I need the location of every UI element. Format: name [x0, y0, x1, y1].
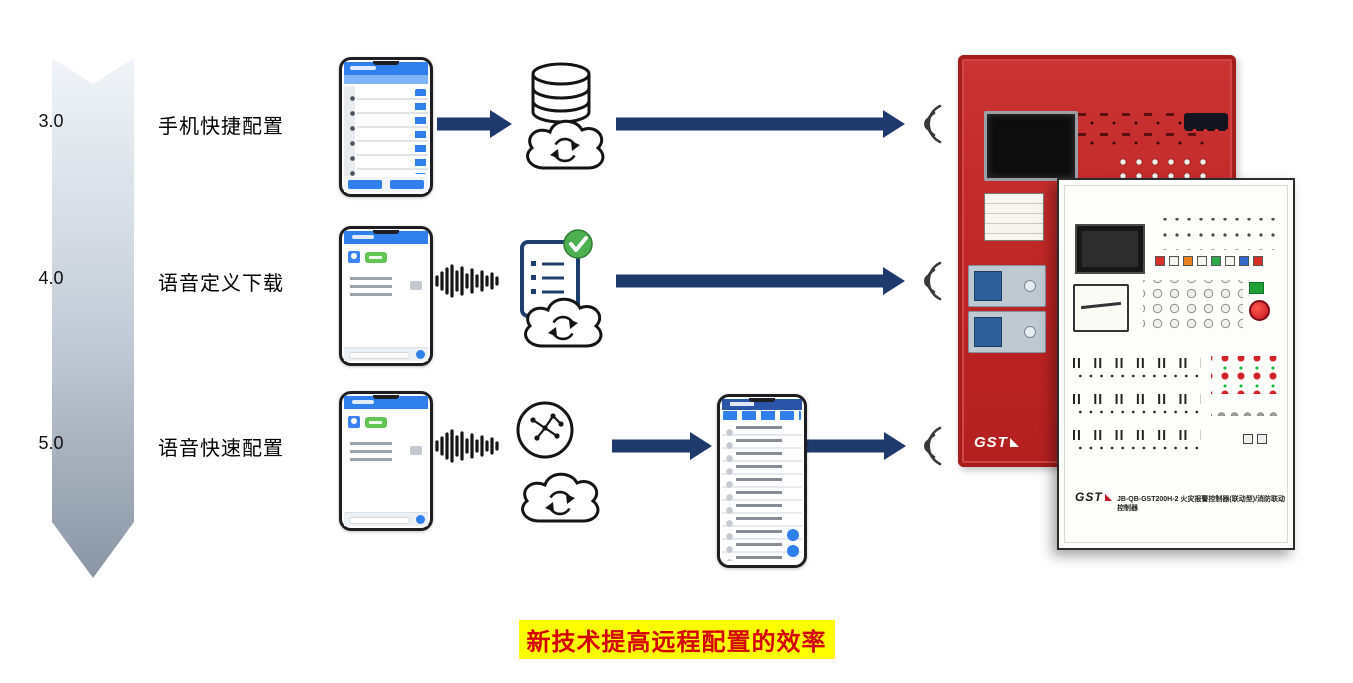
flow-arrow	[806, 432, 906, 460]
colored-button-row	[1155, 256, 1279, 267]
green-button	[1249, 282, 1264, 294]
red-button-cluster	[1211, 356, 1277, 394]
app-subheader	[344, 75, 428, 84]
chat-input-bar	[344, 347, 428, 361]
panel-button	[1169, 256, 1179, 266]
timeline-down-arrow	[52, 58, 134, 578]
wireless-signal-icon	[924, 104, 942, 144]
label-card	[984, 193, 1044, 241]
switch-group-row	[1073, 428, 1201, 454]
flow-arrow	[616, 110, 905, 138]
chat-header	[344, 396, 428, 409]
app-header	[344, 62, 428, 75]
panel-button	[1197, 256, 1207, 266]
indicator-led-rows	[1155, 218, 1277, 250]
lcd-screen	[1075, 224, 1145, 274]
caption: 新技术提高远程配置的效率	[518, 620, 835, 659]
panel-button	[1155, 256, 1165, 266]
wireless-signal-icon	[924, 261, 942, 301]
panel-button	[1211, 256, 1221, 266]
panel-button	[1253, 256, 1263, 266]
phone-notch	[373, 395, 399, 399]
time-badge	[410, 446, 422, 455]
printer-slot	[1073, 284, 1129, 332]
panel-button	[1225, 256, 1235, 266]
brand-logo: GST	[974, 434, 1019, 451]
flow-arrow	[616, 267, 905, 295]
wireless-signal-icon	[924, 426, 942, 466]
switch-group-row	[1073, 392, 1201, 418]
voice-waveform-icon	[435, 264, 499, 298]
flow-arrow	[437, 110, 512, 138]
voice-bubble	[365, 417, 387, 428]
user-avatar	[348, 251, 360, 263]
phone-notch	[373, 230, 399, 234]
database-cloud-sync-icon	[526, 62, 605, 170]
version-5-0: 5.0	[38, 433, 64, 453]
voice-bubble	[365, 252, 387, 263]
module-unit	[968, 311, 1046, 353]
switch-group-row	[1073, 356, 1201, 382]
chat-input-bar	[344, 512, 428, 526]
ai-brain-cloud-icon	[516, 401, 600, 523]
flow-arrow	[612, 432, 712, 460]
phone-config-list	[717, 394, 807, 568]
lcd-screen	[984, 111, 1078, 181]
keypad	[1143, 280, 1243, 332]
list-header	[722, 399, 802, 410]
voice-waveform-icon	[435, 429, 499, 463]
phone-voice-chat	[339, 226, 433, 366]
module-unit	[968, 265, 1046, 307]
model-text: JB-QB-GST200H-2 火灾报警控制器(联动型)/消防联动控制器	[1117, 496, 1286, 512]
config-list	[357, 86, 428, 176]
time-badge	[410, 281, 422, 290]
version-3-0: 3.0	[38, 111, 64, 131]
phone-voice-chat	[339, 391, 433, 531]
brand-logo: GST	[1075, 490, 1112, 504]
label-row-1: 手机快捷配置	[158, 116, 284, 138]
checklist-approved-cloud-icon	[520, 229, 603, 348]
version-4-0: 4.0	[38, 268, 64, 288]
led-status-block	[1184, 113, 1228, 131]
panel-button	[1183, 256, 1193, 266]
gray-button-row	[1211, 400, 1277, 416]
label-row-2: 语音定义下载	[158, 273, 284, 295]
phone-config-app	[339, 57, 433, 197]
fire-alarm-panel-white: GST JB-QB-GST200H-2 火灾报警控制器(联动型)/消防联动控制器	[1057, 178, 1295, 550]
panel-button	[1239, 256, 1249, 266]
action-buttons	[723, 411, 801, 420]
app-footer-buttons	[344, 177, 428, 192]
user-avatar	[348, 416, 360, 428]
chat-header	[344, 231, 428, 244]
phone-notch	[373, 61, 399, 65]
chat-message	[350, 277, 392, 301]
phone-notch	[749, 398, 775, 402]
red-round-button	[1249, 300, 1270, 321]
label-row-3: 语音快速配置	[158, 438, 284, 460]
flow-arrows	[437, 110, 906, 460]
floating-buttons	[787, 529, 799, 557]
app-icon-rail	[344, 86, 355, 176]
indicator-pair	[1243, 430, 1271, 448]
chat-message	[350, 442, 392, 466]
